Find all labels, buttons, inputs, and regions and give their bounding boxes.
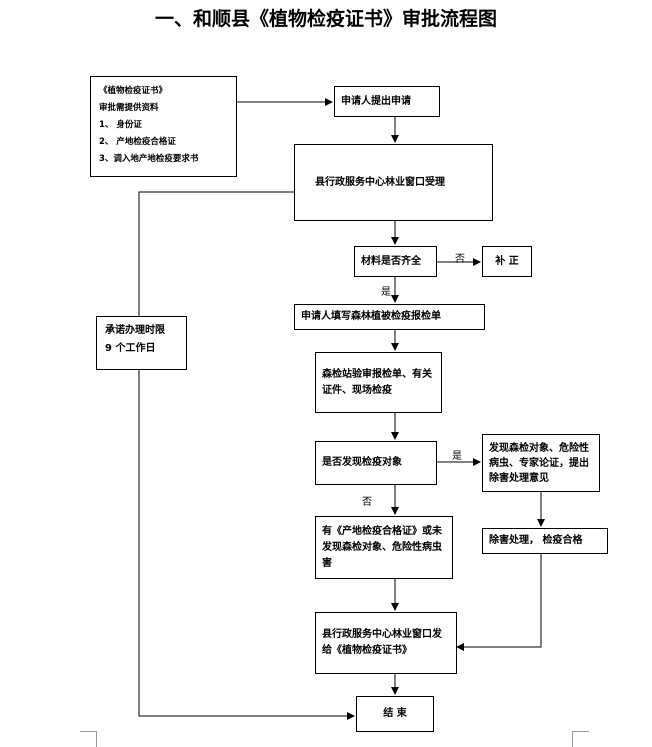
arrow-disinfect-to-issue: [456, 554, 542, 651]
node-end: 结 束: [356, 696, 434, 732]
page-corner-mark: [80, 731, 97, 747]
label-no-found: 否: [362, 497, 372, 508]
materials-item: 1、 身份证: [99, 120, 142, 130]
node-complete-check: 材料是否齐全: [354, 246, 437, 277]
node-found-check-label: 是否发现检疫对象: [322, 457, 402, 468]
materials-item: 2、 产地检疫合格证: [99, 137, 176, 147]
node-apply: 申请人提出申请: [334, 86, 440, 117]
node-accept-label: 县行政服务中心林业窗口受理: [315, 176, 445, 188]
node-found-check: 是否发现检疫对象: [315, 441, 437, 485]
materials-box: 《植物检疫证书》 审批需提供资料 1、 身份证 2、 产地检疫合格证 3、调入地…: [90, 76, 237, 177]
materials-subheading: 审批需提供资料: [99, 103, 159, 113]
page-title: 一、和顺县《植物检疫证书》审批流程图: [154, 8, 497, 30]
node-not-found-label: 有《产地检疫合格证》或未发现森检对象、危险性病虫害: [322, 525, 442, 569]
node-fill-form: 申请人填写森林植被检疫报检单: [294, 304, 485, 330]
arrow-promise-to-end: [138, 370, 355, 720]
arrow-accept-to-promise: [138, 191, 294, 316]
node-accept: 县行政服务中心林业窗口受理: [294, 144, 493, 221]
node-supplement-label: 补 正: [495, 255, 519, 267]
materials-item: 3、调入地产地检疫要求书: [99, 154, 199, 164]
node-end-label: 结 束: [383, 708, 407, 719]
node-issue: 县行政服务中心林业窗口发给《植物检疫证书》: [315, 612, 457, 674]
label-yes-complete: 是: [381, 287, 391, 298]
label-no-supplement: 否: [455, 254, 465, 265]
node-disinfect-label: 除害处理， 检疫合格: [489, 535, 583, 546]
promise-line1: 承诺办理时限: [105, 325, 165, 336]
page-corner-mark: [572, 731, 589, 747]
node-found-yes-label: 发现森检对象、危险性病虫、专家论证，提出除害处理意见: [489, 442, 589, 484]
node-found-yes: 发现森检对象、危险性病虫、专家论证，提出除害处理意见: [482, 434, 600, 492]
materials-heading: 《植物检疫证书》: [99, 86, 168, 96]
node-not-found: 有《产地检疫合格证》或未发现森检对象、危险性病虫害: [315, 516, 453, 579]
node-verify: 森检站验审报检单、有关证件、现场检疫: [315, 352, 442, 413]
node-disinfect: 除害处理， 检疫合格: [482, 528, 608, 554]
label-yes-found: 是: [452, 451, 462, 462]
node-apply-label: 申请人提出申请: [341, 95, 411, 107]
node-complete-check-label: 材料是否齐全: [361, 255, 421, 267]
node-fill-form-label: 申请人填写森林植被检疫报检单: [301, 311, 441, 322]
promise-line2: 9 个工作日: [105, 343, 156, 354]
node-verify-label: 森检站验审报检单、有关证件、现场检疫: [322, 368, 432, 396]
promise-box: 承诺办理时限 9 个工作日: [96, 316, 187, 370]
node-issue-label: 县行政服务中心林业窗口发给《植物检疫证书》: [322, 629, 442, 656]
node-supplement: 补 正: [482, 246, 532, 277]
